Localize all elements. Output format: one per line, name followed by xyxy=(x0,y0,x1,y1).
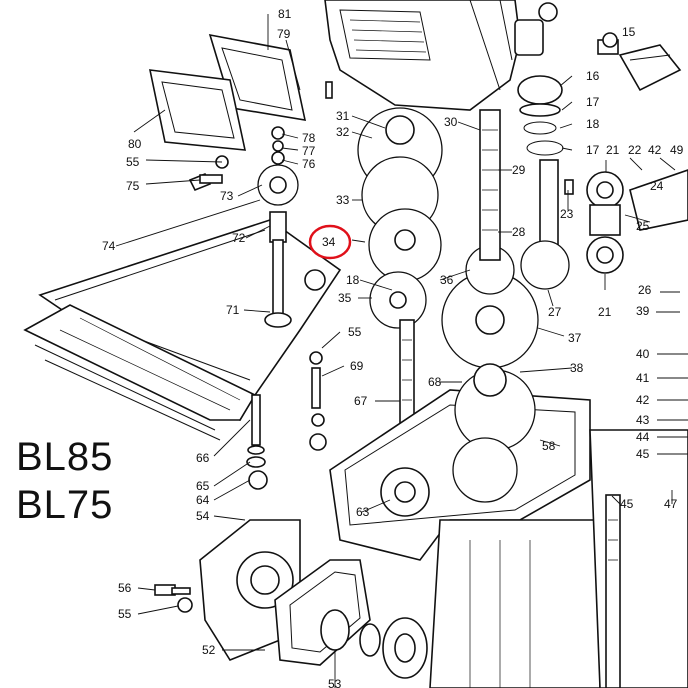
studs-nuts xyxy=(246,351,327,490)
part-label: 53 xyxy=(328,677,342,688)
part-label: 80 xyxy=(128,137,142,151)
part-label: 65 xyxy=(196,479,210,493)
part-label: 18 xyxy=(586,117,600,131)
part-label: 79 xyxy=(277,27,291,41)
part-label: 38 xyxy=(570,361,584,375)
part-label: 76 xyxy=(302,157,316,171)
part-label: 25 xyxy=(636,219,650,233)
side-plate xyxy=(23,219,342,441)
part-label: 15 xyxy=(622,25,636,39)
part-label: 78 xyxy=(302,131,316,145)
part-label: 42 xyxy=(648,143,662,157)
gear-stack xyxy=(357,107,539,471)
part-label: 37 xyxy=(568,331,582,345)
part-label: 40 xyxy=(636,347,650,361)
part-label: 69 xyxy=(350,359,364,373)
part-label: 54 xyxy=(196,509,210,523)
model-label-bl85: BL85 xyxy=(16,435,113,479)
part-label: 35 xyxy=(338,291,352,305)
part-label: 43 xyxy=(636,413,650,427)
part-label: 64 xyxy=(196,493,210,507)
part-label: 55 xyxy=(348,325,362,339)
part-label: 41 xyxy=(636,371,650,385)
part-label: 31 xyxy=(336,109,350,123)
part-label: 45 xyxy=(636,447,650,461)
part-label: 28 xyxy=(512,225,526,239)
part-label: 42 xyxy=(636,393,650,407)
part-label: 16 xyxy=(586,69,600,83)
part-label: 30 xyxy=(444,115,458,129)
leader-lines xyxy=(115,14,688,688)
part-label: 21 xyxy=(598,305,612,319)
part-label: 47 xyxy=(664,497,678,511)
part-label: 22 xyxy=(628,143,642,157)
part-label: 45 xyxy=(620,497,634,511)
part-label: 34 xyxy=(322,235,336,249)
part-label: 77 xyxy=(302,144,316,158)
model-labels: BL85 BL75 xyxy=(16,435,113,527)
part-label: 17 xyxy=(586,143,600,157)
part-label: 55 xyxy=(126,155,140,169)
part-number-labels: 81 79 80 55 75 78 77 76 73 74 72 71 31 3… xyxy=(102,7,684,688)
highlight-circle xyxy=(308,224,352,260)
part-label: 66 xyxy=(196,451,210,465)
part-label: 55 xyxy=(118,607,132,621)
part-label: 32 xyxy=(336,125,350,139)
gaskets-upper xyxy=(148,33,333,151)
part-label: 67 xyxy=(354,394,368,408)
part-label: 26 xyxy=(638,283,652,297)
part-label: 44 xyxy=(636,430,650,444)
part-label: 74 xyxy=(102,239,116,253)
part-label: 75 xyxy=(126,179,140,193)
part-label: 52 xyxy=(202,643,216,657)
part-label: 81 xyxy=(278,7,292,21)
right-shaft xyxy=(517,32,688,290)
cover-housing xyxy=(154,519,428,679)
part-label: 36 xyxy=(440,273,454,287)
part-label: 27 xyxy=(548,305,562,319)
part-label: 29 xyxy=(512,163,526,177)
part-label: 21 xyxy=(606,143,620,157)
part-label: 17 xyxy=(586,95,600,109)
part-label: 68 xyxy=(428,375,442,389)
part-label: 56 xyxy=(118,581,132,595)
part-label: 58 xyxy=(542,439,556,453)
lower-casing xyxy=(329,363,688,688)
part-label: 71 xyxy=(226,303,240,317)
part-label: 24 xyxy=(650,179,664,193)
left-small-parts xyxy=(188,126,326,328)
part-label: 63 xyxy=(356,505,370,519)
part-label: 73 xyxy=(220,189,234,203)
part-label: 18 xyxy=(346,273,360,287)
highlight-marker xyxy=(308,224,352,260)
model-label-bl75: BL75 xyxy=(16,483,113,527)
part-label: 72 xyxy=(232,231,246,245)
part-label: 39 xyxy=(636,304,650,318)
part-label: 23 xyxy=(560,207,574,221)
engine-block xyxy=(324,0,558,111)
part-label: 33 xyxy=(336,193,350,207)
part-label: 49 xyxy=(670,143,684,157)
